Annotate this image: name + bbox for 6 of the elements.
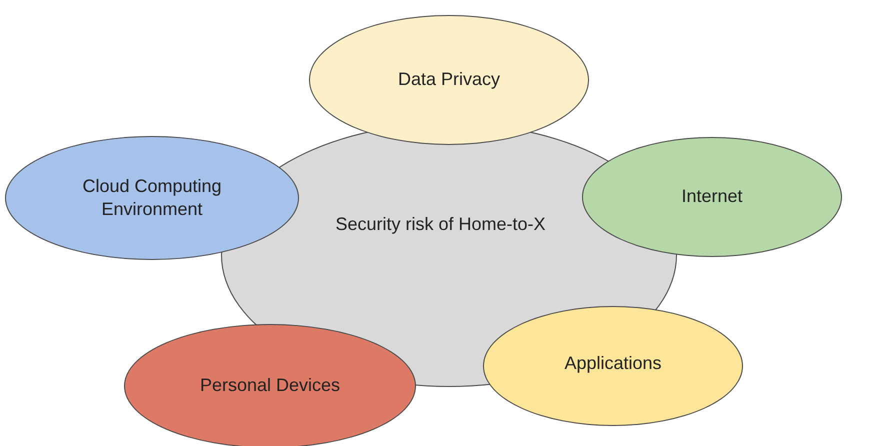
node-label: Personal Devices	[200, 374, 340, 398]
node-label: Applications	[564, 352, 662, 376]
node-label: Cloud Computing Environment	[81, 174, 223, 221]
node-label: Data Privacy	[398, 68, 500, 92]
node-label: Security risk of Home-to-X	[335, 213, 546, 236]
node-label: Internet	[681, 185, 743, 208]
